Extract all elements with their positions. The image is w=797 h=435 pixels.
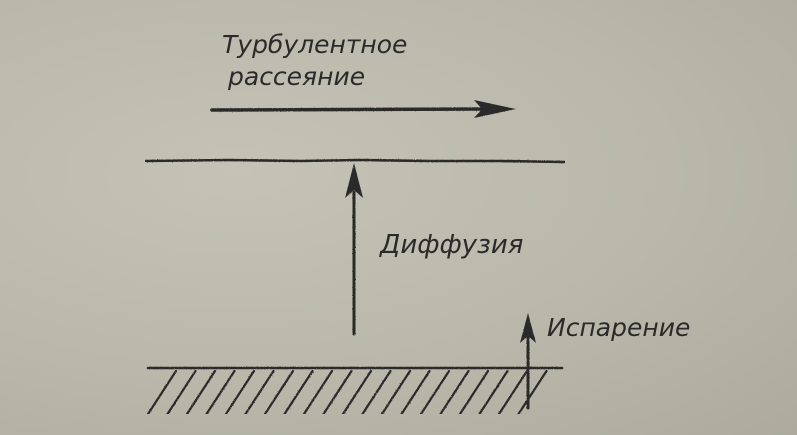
- hatch-stroke: [341, 369, 373, 416]
- hatch-stroke: [185, 369, 217, 416]
- hatch-stroke: [244, 369, 275, 416]
- diffusion-label: Диффузия: [380, 230, 524, 260]
- hatch-stroke: [458, 369, 490, 416]
- hatch-stroke: [517, 369, 548, 416]
- hatch-stroke: [263, 369, 295, 416]
- upper-boundary-line: [143, 158, 567, 164]
- hatch-stroke: [146, 369, 178, 416]
- hatch-stroke: [439, 369, 470, 416]
- hatch-stroke: [478, 369, 509, 416]
- hatch-stroke: [205, 369, 236, 416]
- turbulent-scattering-label-line1: Турбулентное: [222, 30, 408, 59]
- hatch-stroke: [380, 369, 412, 416]
- evaporation-arrow: [520, 313, 536, 410]
- ground-hatching: [146, 369, 548, 416]
- hatch-stroke: [224, 369, 256, 416]
- hatch-stroke: [283, 369, 314, 416]
- hatch-stroke: [419, 369, 451, 416]
- hatch-stroke: [302, 369, 334, 416]
- diffusion-arrow: [345, 163, 363, 336]
- hatch-stroke: [361, 369, 392, 416]
- hatch-stroke: [322, 369, 353, 416]
- turbulent-scattering-label-line2: рассеяние: [228, 62, 366, 91]
- hatch-stroke: [497, 369, 529, 416]
- turbulent-arrow: [210, 100, 516, 118]
- hatch-stroke: [166, 369, 197, 416]
- evaporation-label: Испарение: [547, 313, 691, 342]
- hatch-stroke: [400, 369, 431, 416]
